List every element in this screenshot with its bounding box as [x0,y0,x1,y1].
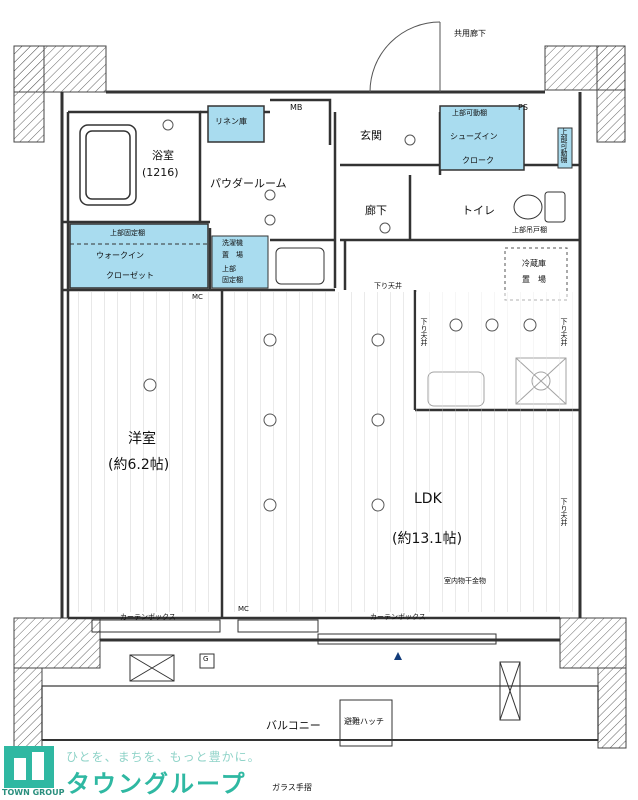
entry-arrow [394,652,402,660]
bath-size-label: (1216) [142,166,179,179]
ldk-size: (約13.1帖) [392,531,463,547]
vanity-sink [275,247,325,285]
shoes-in-cloak [439,105,525,171]
common-corridor-label: 共用廊下 [454,29,486,38]
western-room-size: (約6.2帖) [108,457,170,473]
interior-walls [62,98,580,620]
toilet-fixture [513,191,566,223]
drop-ceiling-3: 下り天井 [560,318,568,346]
mc-label-2: MC [238,605,249,613]
balcony-label: バルコニー [266,719,321,732]
upper-fixed-shelf-label: 上部固定棚 [110,229,145,237]
side-shelf-label: 上部可動棚 [560,128,568,163]
balcony-windows [91,619,521,721]
shoes-upper-label: 上部可動棚 [452,109,487,117]
escape-hatch [339,699,393,747]
g-label: G [203,655,209,663]
washer-area [211,235,269,289]
ceiling-lights [143,119,537,512]
glass-rail-label: ガラス手摺 [272,783,312,792]
outer-walls [13,45,627,749]
mb-label: MB [290,103,303,112]
walk-in-closet [69,223,209,289]
shoes-label-1: シューズイン [450,132,498,141]
curtain-box-2: カーテンボックス [370,613,426,621]
drop-ceiling-2: 下り天井 [420,318,428,346]
shoes-side-shelf [557,127,573,169]
shoes-label-2: クローク [462,156,494,165]
balcony-area [41,685,599,741]
fridge-label-2: 置 場 [522,275,546,284]
ps-label: PS [518,103,528,112]
toilet-label: トイレ [462,204,495,217]
washer-upper-2: 固定棚 [222,276,243,284]
walkin-label-1: ウォークイン [96,251,144,260]
g-box [199,653,215,669]
hatch-label: 避難ハッチ [344,717,384,726]
western-room-floor [70,292,220,612]
drop-ceiling-4: 下り天井 [560,498,568,526]
dryer-label: 室内物干金物 [444,577,486,585]
ldk-label: LDK [414,491,442,507]
curtain-box-1: カーテンボックス [120,613,176,621]
fridge-label-1: 冷蔵庫 [522,259,546,268]
washer-label-2: 置 場 [222,251,243,259]
walkin-label-2: クローゼット [106,271,154,280]
entry-door-swing [369,21,441,93]
logo-text: TOWN GROUP [2,788,65,797]
exterior-outline [60,90,582,642]
drop-ceiling-1: 下り天井 [374,282,402,290]
western-room-label: 洋室 [128,431,156,447]
bath-label: 浴室 [152,149,174,162]
brand-name: タウングループ [66,770,247,798]
hallway-label: 廊下 [365,204,387,217]
washer-upper-1: 上部 [222,265,236,273]
upper-cabinet-label: 上部吊戸棚 [512,226,547,234]
entrance-label: 玄関 [360,129,382,142]
powder-room-label: パウダールーム [210,177,287,190]
washer-label-1: 洗濯機 [222,239,243,247]
slogan: ひとを、まちを、もっと豊かに。 [66,750,261,764]
linen-label: リネン庫 [215,117,247,126]
bathtub [79,124,137,206]
town-group-logo [4,746,54,788]
linen-closet [207,105,265,143]
mc-label-1: MC [192,293,203,301]
